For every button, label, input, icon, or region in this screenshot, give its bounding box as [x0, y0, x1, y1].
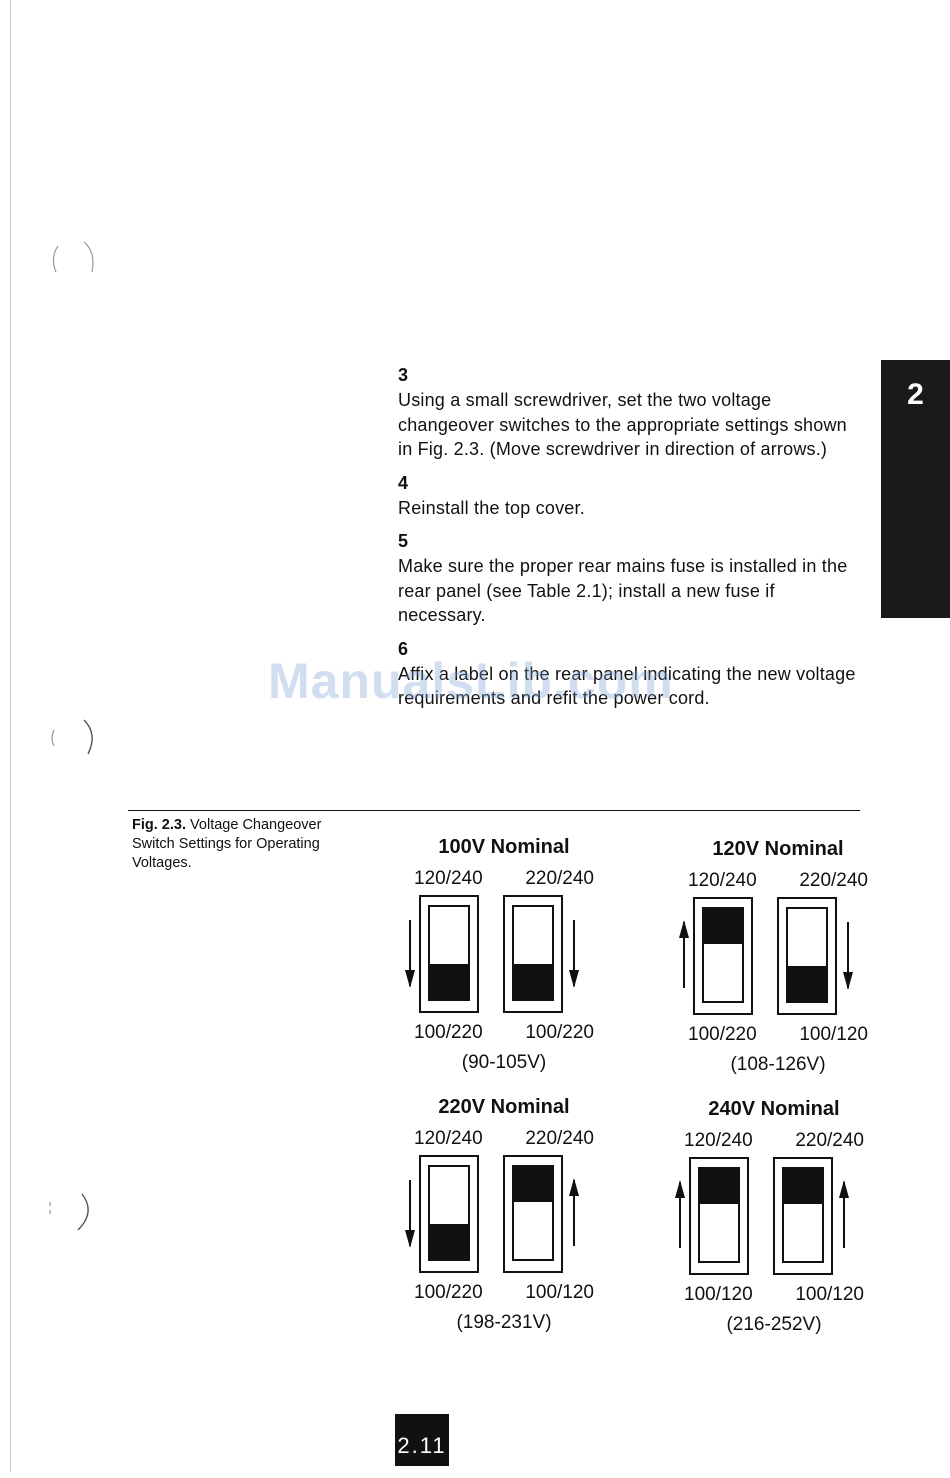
- switch-diagram: [405, 895, 579, 1013]
- switch1-bottom-label: 100/220: [414, 1282, 483, 1303]
- step-text: Reinstall the top cover.: [398, 497, 585, 518]
- switch2-direction-arrow: [569, 1178, 579, 1246]
- switch-knob: [783, 1168, 823, 1204]
- switch-knob: [429, 1224, 469, 1260]
- figure-label: Fig. 2.3.: [132, 817, 186, 833]
- step-number: 5: [398, 531, 409, 551]
- switch-knob: [429, 964, 469, 1000]
- switch2-direction-arrow: [839, 1180, 849, 1248]
- switch2-bottom-label: 100/120: [799, 1024, 868, 1045]
- switch2-top-label: 220/240: [795, 1130, 864, 1151]
- step-text: Affix a label on the rear panel indicati…: [398, 663, 856, 709]
- step-text: Using a small screwdriver, set the two v…: [398, 390, 847, 459]
- switch-diagram: [675, 1157, 849, 1275]
- page-edge: [10, 0, 11, 1472]
- switch2-bottom-label: 100/120: [795, 1284, 864, 1305]
- figure-caption-text: Voltage Changeover Switch Settings for O…: [132, 817, 322, 871]
- binder-hole-bottom: [44, 1190, 96, 1236]
- chapter-tab-number: 2: [907, 378, 924, 411]
- switch-panel-100v: 100V Nominal 120/240 220/240 100/220 100…: [405, 836, 634, 1086]
- switch2-top-label: 220/240: [525, 1128, 594, 1149]
- panel-title: 100V Nominal: [438, 836, 570, 858]
- switch1-bottom-label: 100/220: [688, 1024, 757, 1045]
- switch1-top-label: 120/240: [688, 870, 757, 891]
- page-number: 2.11: [395, 1414, 449, 1466]
- switch2-top-label: 220/240: [799, 870, 868, 891]
- switch-diagram: [405, 1155, 579, 1273]
- chapter-tab: 2: [881, 360, 950, 618]
- step-number: 3: [398, 365, 409, 385]
- figure-caption: Fig. 2.3. Voltage Changeover Switch Sett…: [132, 816, 368, 873]
- switch-panel-120v: 120V Nominal 120/240 220/240 100/220 100…: [679, 838, 908, 1088]
- switch1-bottom-label: 100/120: [684, 1284, 753, 1305]
- switch-panel-240v: 240V Nominal 120/240 220/240 100/120 100…: [675, 1098, 904, 1348]
- switch2-slider: [503, 895, 563, 1013]
- figure-divider: [128, 810, 860, 811]
- switch-knob: [787, 966, 827, 1002]
- switch1-direction-arrow: [675, 1180, 685, 1248]
- voltage-range: (198-231V): [456, 1312, 552, 1333]
- switch1-direction-arrow: [405, 1180, 415, 1248]
- step-text: Make sure the proper rear mains fuse is …: [398, 556, 848, 625]
- switch2-slider: [777, 897, 837, 1015]
- switch1-slider: [419, 1155, 479, 1273]
- binder-hole-middle: [48, 716, 100, 762]
- switch1-bottom-label: 100/220: [414, 1022, 483, 1043]
- switch1-slider: [419, 895, 479, 1013]
- panel-title: 220V Nominal: [438, 1096, 570, 1118]
- switch1-top-label: 120/240: [684, 1130, 753, 1151]
- switch-diagram: [679, 897, 853, 1015]
- panel-title: 240V Nominal: [708, 1098, 840, 1120]
- switch-knob: [513, 1166, 553, 1202]
- step-number: 6: [398, 638, 409, 659]
- step-number: 4: [398, 472, 409, 493]
- voltage-range: (216-252V): [726, 1314, 822, 1335]
- switch2-bottom-label: 100/120: [525, 1282, 594, 1303]
- switch-knob: [703, 908, 743, 944]
- switch2-top-label: 220/240: [525, 868, 594, 889]
- switch-panel-220v: 220V Nominal 120/240 220/240 100/220 100…: [405, 1096, 634, 1346]
- voltage-range: (90-105V): [461, 1052, 547, 1073]
- binder-hole-top: [48, 238, 100, 284]
- switch1-top-label: 120/240: [414, 868, 483, 889]
- panel-title: 120V Nominal: [712, 838, 844, 860]
- switch1-direction-arrow: [405, 920, 415, 988]
- watermark: ManualsLib.com: [268, 653, 674, 709]
- switch2-bottom-label: 100/220: [525, 1022, 594, 1043]
- switch2-slider: [773, 1157, 833, 1275]
- switch2-slider: [503, 1155, 563, 1273]
- switch-knob: [699, 1168, 739, 1204]
- switch2-direction-arrow: [843, 922, 853, 990]
- switch1-top-label: 120/240: [414, 1128, 483, 1149]
- switch-knob: [513, 964, 553, 1000]
- switch2-direction-arrow: [569, 920, 579, 988]
- instruction-steps: 3 Using a small screwdriver, set the two…: [398, 362, 858, 719]
- switch1-direction-arrow: [679, 920, 689, 988]
- switch1-slider: [689, 1157, 749, 1275]
- voltage-range: (108-126V): [730, 1054, 826, 1075]
- switch1-slider: [693, 897, 753, 1015]
